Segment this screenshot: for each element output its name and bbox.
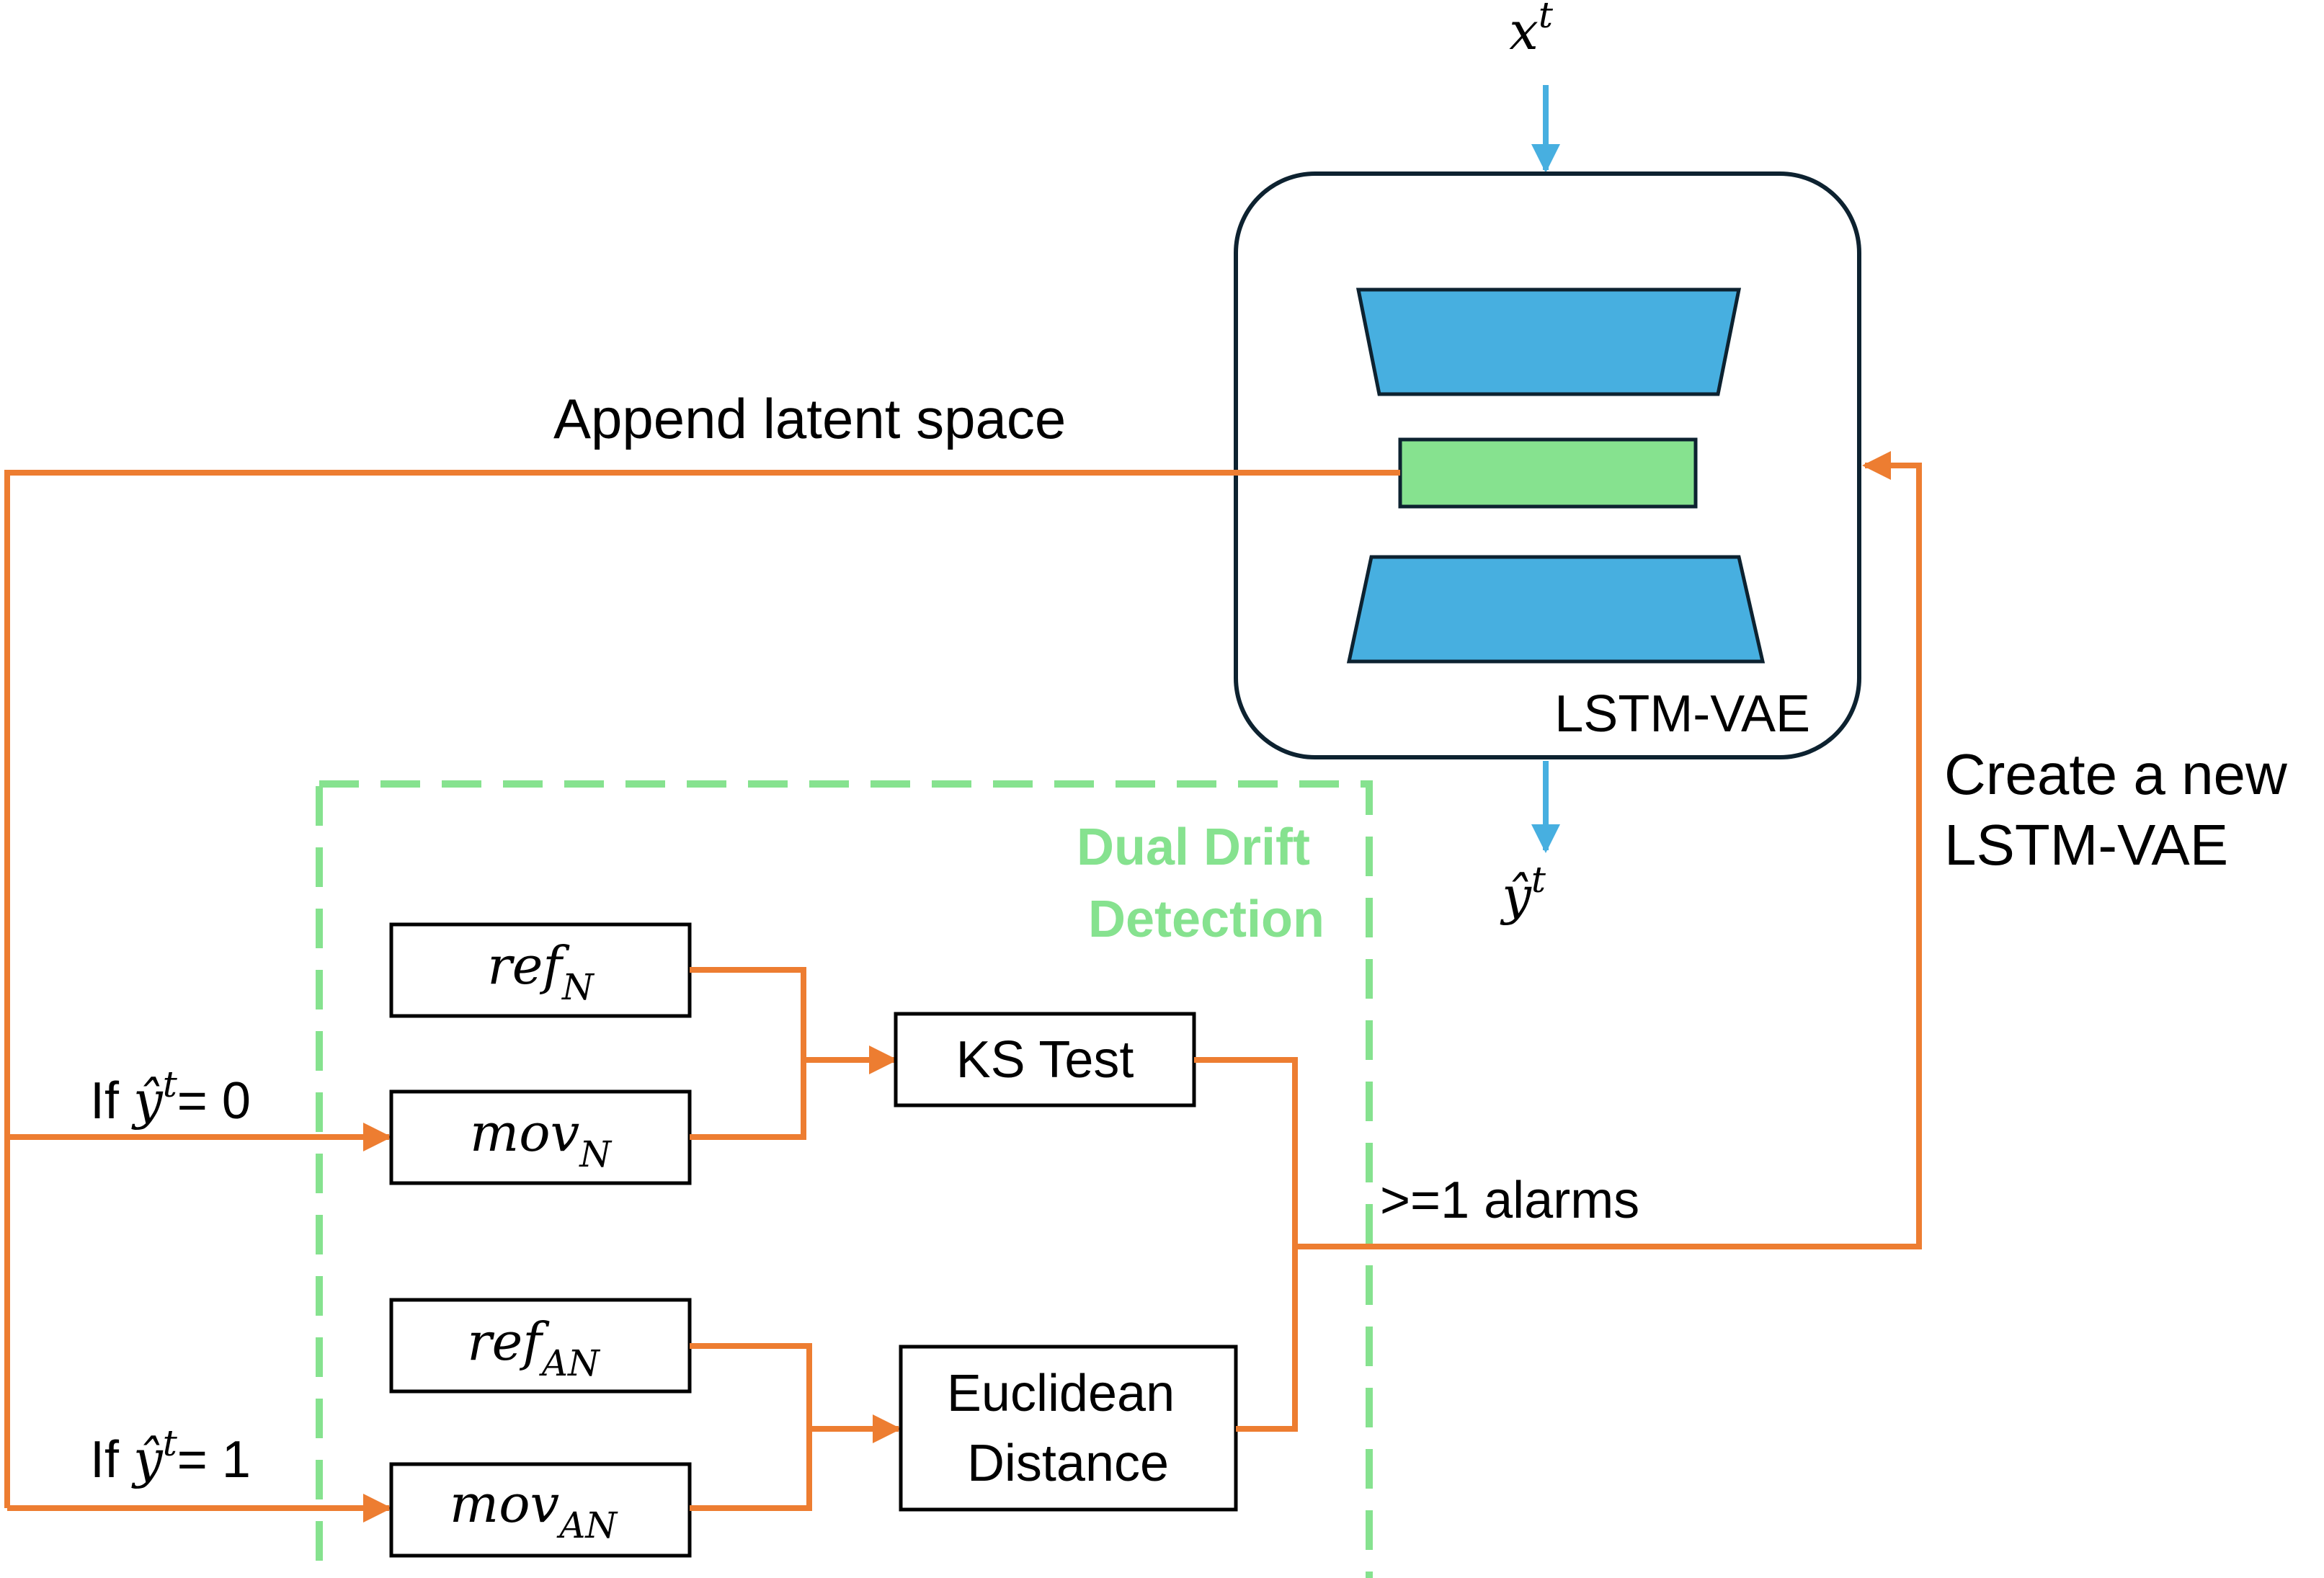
ref-anomaly-box [389, 1298, 692, 1394]
create-new-label: Create a new LSTM-VAE [1944, 742, 2303, 877]
ref-normal-label: refN [487, 935, 595, 1008]
ref-normal-connector [690, 967, 806, 1140]
mov-anomaly-box [389, 1462, 692, 1558]
ref-normal-box [389, 922, 692, 1018]
condition-normal-prefix: If [90, 1072, 133, 1130]
input-label: xt [1509, 0, 1554, 61]
dual-drift-title: Dual Drift Detection [1077, 819, 1324, 948]
condition-normal-label: If ŷt= 0 [90, 1064, 251, 1131]
mov-anomaly-sub: AN [556, 1505, 618, 1546]
create-new-line2: LSTM-VAE [1944, 813, 2228, 877]
dual-drift-region [316, 780, 1373, 1578]
create-new-line1: Create a new [1944, 742, 2287, 806]
ref-normal-main: ref [487, 935, 570, 996]
condition-normal-suffix: = 0 [177, 1072, 251, 1130]
ref-normal-sub: N [561, 966, 595, 1008]
decoder-shape [1346, 555, 1766, 664]
lstm-vae-label: LSTM-VAE [1554, 685, 1810, 743]
ks-test-label: KS Test [956, 1031, 1134, 1089]
euclidean-label: Euclidean Distance [947, 1365, 1189, 1492]
ref-anomaly-sub: AN [539, 1342, 601, 1384]
ref-anomaly-label: refAN [467, 1311, 601, 1384]
output-symbol: ŷ [1500, 865, 1532, 926]
condition-anomaly-prefix: If [90, 1431, 133, 1489]
mov-normal-main: mov [470, 1102, 579, 1163]
ks-test-box [894, 1012, 1196, 1107]
append-latent-label: Append latent space [553, 387, 1066, 450]
mov-normal-box [389, 1089, 692, 1185]
dual-drift-title-line1: Dual Drift [1077, 819, 1310, 876]
condition-anomaly-label: If ŷt= 1 [90, 1422, 251, 1489]
euclidean-line1: Euclidean [947, 1365, 1175, 1422]
dual-drift-title-line2: Detection [1088, 891, 1324, 948]
latent-space-shape [1398, 437, 1698, 509]
euclidean-box [899, 1345, 1238, 1512]
encoder-shape [1355, 287, 1742, 396]
alarm-feedback-line [1295, 451, 1922, 1249]
output-superscript: t [1531, 859, 1546, 901]
condition-anomaly-symbol: ŷ [131, 1429, 164, 1489]
latent-feedback-line [4, 470, 1400, 1508]
condition-anomaly-sup: t [163, 1422, 178, 1464]
alarm-label: >=1 alarms [1380, 1172, 1639, 1229]
mov-anomaly-label: movAN [450, 1474, 618, 1546]
condition-normal-symbol: ŷ [131, 1070, 164, 1131]
condition-normal-sup: t [163, 1064, 178, 1105]
mov-anomaly-main: mov [450, 1474, 559, 1534]
ref-anomaly-connector [690, 1343, 812, 1511]
condition-anomaly-suffix: = 1 [177, 1431, 251, 1489]
input-superscript: t [1539, 0, 1554, 36]
output-label: ŷt [1500, 859, 1546, 926]
euclidean-line2: Distance [967, 1435, 1169, 1492]
input-symbol: x [1509, 1, 1539, 61]
ref-anomaly-main: ref [467, 1311, 550, 1372]
mov-normal-label: movN [470, 1102, 613, 1175]
mov-normal-sub: N [579, 1133, 613, 1175]
